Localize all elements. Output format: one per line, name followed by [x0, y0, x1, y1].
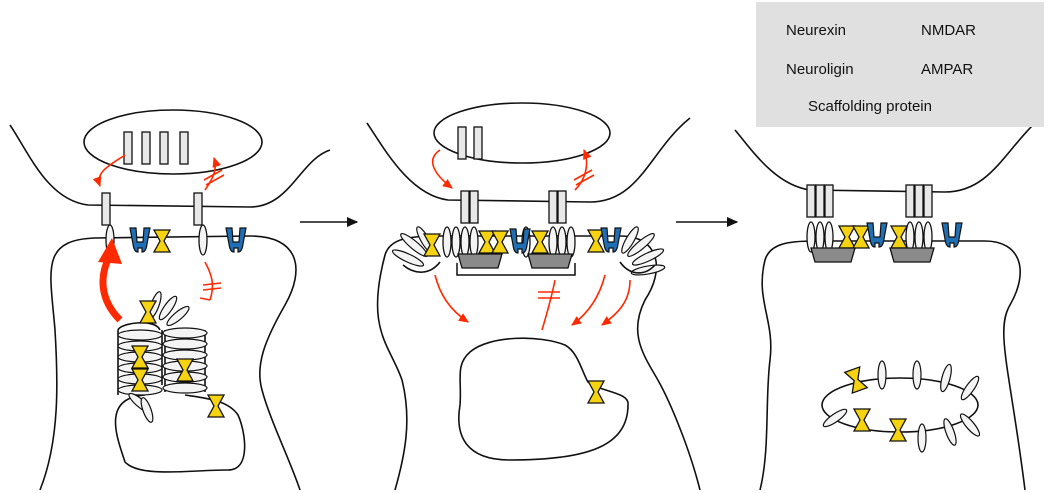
ampar-mark — [853, 408, 871, 432]
neurexin-cluster — [460, 190, 567, 224]
endosome — [114, 394, 246, 473]
neuroligin-ring — [822, 360, 981, 453]
ampar-mark — [890, 225, 908, 249]
endocytosis-arrow — [92, 154, 126, 188]
presynaptic-membrane — [366, 117, 691, 203]
nmdar-mark — [941, 222, 963, 248]
ampar-mark — [844, 366, 868, 394]
ampar-mark — [491, 230, 509, 254]
postsynaptic-membrane — [376, 235, 701, 491]
legend-nmdar-label: NMDAR — [921, 22, 976, 39]
legend: Neurexin NMDAR Neuroligin AMPAR Scaffold… — [756, 2, 1044, 127]
ampar-mark — [889, 418, 907, 442]
panel-3 — [734, 117, 1041, 491]
neurexin-mark — [159, 131, 169, 165]
ampar-mark — [153, 229, 171, 253]
internalization-arrow — [434, 274, 469, 323]
legend-scaffolding-label: Scaffolding protein — [808, 98, 932, 115]
neurexin-mark — [123, 131, 133, 165]
endosome — [458, 337, 629, 461]
neurexin-mark — [141, 131, 151, 165]
ampar-mark — [838, 225, 856, 249]
neurexin-mark — [193, 192, 203, 226]
neurexin-mark — [101, 192, 111, 226]
nmdar-mark — [600, 227, 622, 253]
nmdar-mark — [866, 222, 888, 248]
legend-neurexin-label: Neurexin — [786, 22, 847, 39]
legend-ampar-label: AMPAR — [921, 61, 974, 78]
blocked-arrow — [574, 148, 592, 191]
scaffold-mark — [889, 247, 935, 263]
tubule — [117, 322, 161, 331]
endocytic-pit — [402, 261, 441, 273]
postsynaptic-membrane — [759, 240, 1026, 491]
scaffold-mark — [527, 253, 573, 269]
ampar-mark — [478, 230, 496, 254]
nmdar-mark — [129, 227, 151, 253]
nmdar-mark — [225, 227, 247, 253]
endocytosis-arrow — [431, 149, 453, 189]
neuroligin-mark — [198, 224, 208, 256]
legend-neuroligin-label: Neuroligin — [786, 61, 854, 78]
blocked-arrow — [204, 261, 214, 301]
endocytic-pit — [619, 261, 656, 274]
panel-2 — [366, 102, 701, 491]
presynaptic-membrane — [734, 117, 1041, 193]
ampar-mark — [852, 225, 870, 249]
ampar-mark — [531, 230, 549, 254]
ampar-mark — [207, 394, 225, 418]
presynaptic-vesicle — [83, 109, 263, 175]
neurexin-cluster — [806, 184, 933, 218]
neuroligin-stack — [117, 291, 208, 423]
scaffold-bracket — [456, 263, 576, 276]
scaffold-mark — [810, 247, 856, 263]
neurexin-mark — [457, 126, 467, 160]
internalization-arrow — [571, 274, 606, 326]
scaffold-mark — [457, 253, 503, 269]
blocked-arrow — [541, 279, 556, 331]
neurexin-mark — [179, 131, 189, 165]
presynaptic-vesicle — [433, 102, 611, 164]
internalization-arrow — [601, 279, 631, 326]
postsynaptic-membrane — [39, 235, 301, 491]
neurexin-mark — [473, 126, 483, 160]
presynaptic-membrane — [9, 124, 331, 208]
panel-1 — [9, 109, 331, 491]
ampar-mark — [587, 380, 605, 404]
